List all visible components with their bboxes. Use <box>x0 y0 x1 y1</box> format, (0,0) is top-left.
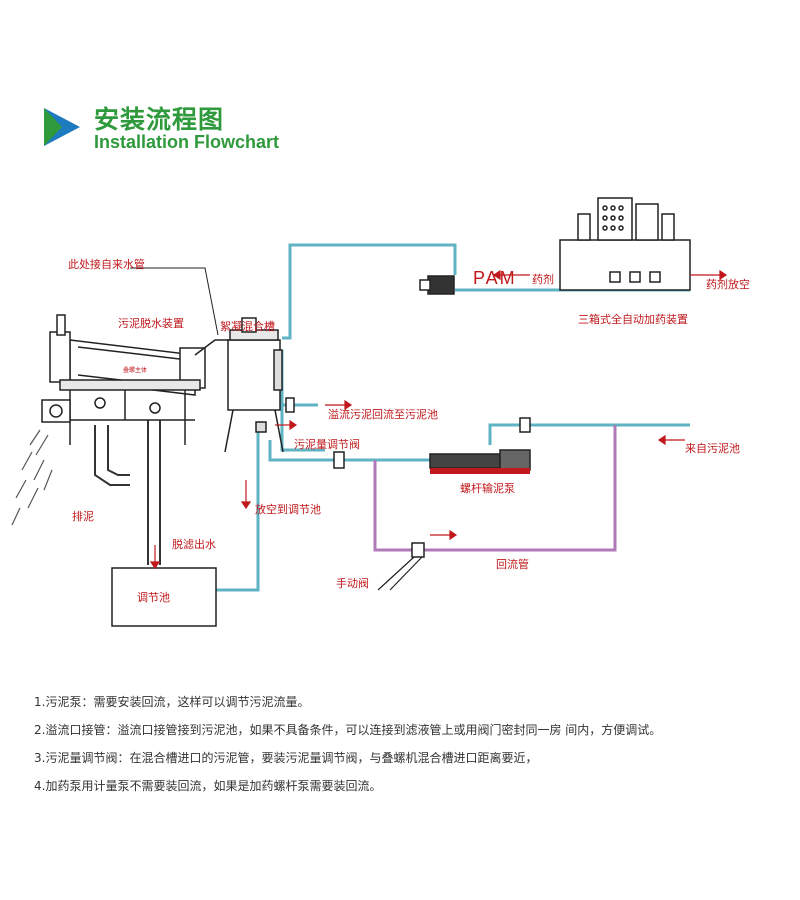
machine-tag: 叠螺主体 <box>123 366 147 374</box>
label-adjust-tank: 调节池 <box>137 591 170 604</box>
flow-arrows <box>149 269 728 570</box>
label-from-sludge-tank: 来自污泥池 <box>685 442 740 455</box>
sludge-discharge-spray <box>11 429 53 526</box>
manual-valve-icon <box>411 542 425 558</box>
label-tap-water: 此处接自来水管 <box>68 257 145 271</box>
dosing-device <box>559 197 691 291</box>
sludge-valve-icon <box>333 451 345 469</box>
label-sludge-out: 排泥 <box>72 509 94 523</box>
label-pam-agent: 药剂 <box>532 272 554 286</box>
page-title: 安装流程图 <box>94 105 225 134</box>
dewatering-machine <box>41 314 230 445</box>
label-sludge-valve: 污泥量调节阀 <box>294 437 360 451</box>
adjust-tank <box>111 567 217 627</box>
install-notes: 1.污泥泵：需要安装回流，这样可以调节污泥流量。 2.溢流口接管：溢流口接管接到… <box>34 688 794 800</box>
label-screw-pump: 螺杆输泥泵 <box>460 481 515 495</box>
label-return-pipe: 回流管 <box>496 557 529 571</box>
note-item: 2.溢流口接管：溢流口接管接到污泥池，如果不具备条件，可以连接到滤液管上或用阀门… <box>34 723 662 737</box>
label-dewatering: 污泥脱水装置 <box>118 316 184 330</box>
label-mixing-tank: 絮凝混合槽 <box>220 319 275 333</box>
page-subtitle: Installation Flowchart <box>94 132 280 152</box>
note-item: 1.污泥泵：需要安装回流，这样可以调节污泥流量。 <box>34 695 310 709</box>
label-dosing-device: 三箱式全自动加药装置 <box>578 312 688 326</box>
header: 安装流程图 Installation Flowchart <box>40 100 440 160</box>
note-item: 4.加药泵用计量泵不需要装回流，如果是加药螺杆泵需要装回流。 <box>34 779 382 793</box>
tap-water-leader <box>130 267 219 336</box>
inlet-valve-icon <box>519 417 531 433</box>
flowchart-diagram: 叠螺主体 <box>11 197 750 627</box>
valves <box>285 397 531 558</box>
label-manual-valve: 手动阀 <box>336 576 369 590</box>
overflow-valve-icon <box>285 397 295 413</box>
label-pam: PAM <box>473 268 517 288</box>
play-arrow-icon <box>44 108 80 146</box>
label-agent-drain: 药剂放空 <box>706 277 750 291</box>
label-filtrate: 脱滤出水 <box>172 537 216 551</box>
mixing-tank <box>224 317 284 453</box>
label-overflow: 溢流污泥回流至污泥池 <box>328 407 438 421</box>
label-drain-to-tank: 放空到调节池 <box>255 502 321 516</box>
manual-valve-handle <box>377 556 423 591</box>
note-item: 3.污泥量调节阀：在混合槽进口的污泥管，要装污泥量调节阀，与叠螺机混合槽进口距离… <box>34 751 538 765</box>
screw-sludge-pump <box>429 449 531 474</box>
dosing-pump <box>419 275 455 295</box>
